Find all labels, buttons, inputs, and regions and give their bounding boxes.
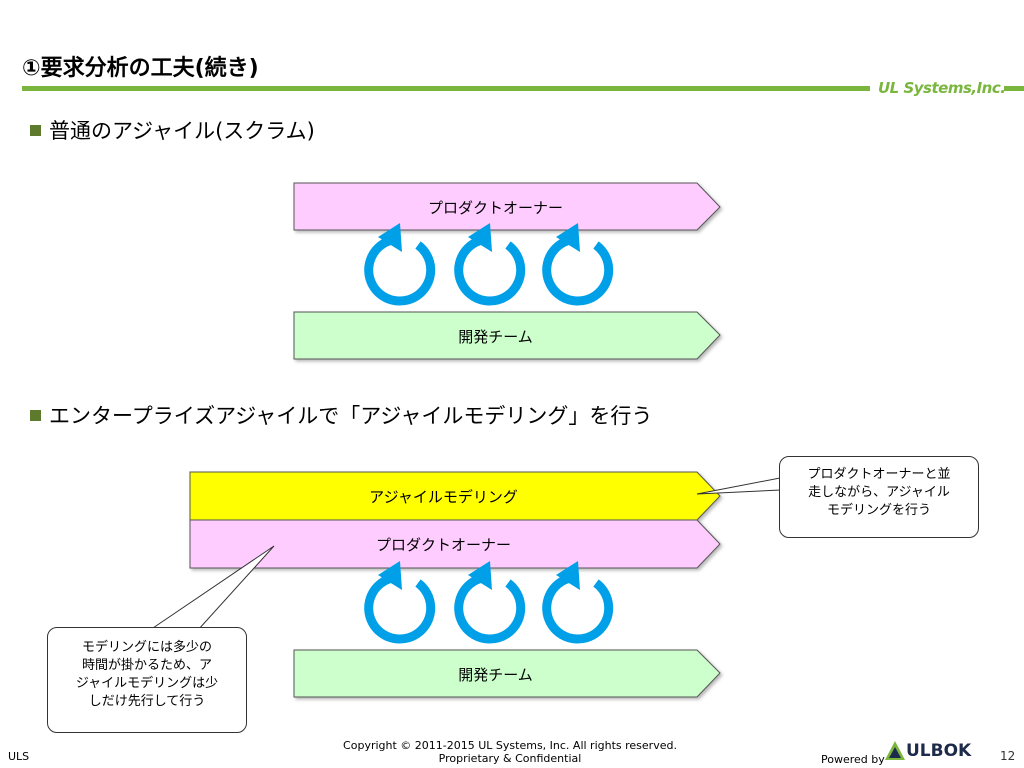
callout-right: プロダクトオーナーと並 走しながら、アジャイル モデリングを行う [779, 456, 979, 538]
agile-modeling-band [189, 471, 721, 521]
section1-heading: 普通のアジャイル(スクラム) [30, 115, 315, 145]
slide-title: ①要求分析の工夫(続き) [22, 56, 259, 81]
cycle-arrow-icon [364, 561, 436, 644]
cycle-arrow-icon [364, 223, 436, 306]
dev-team-band-2 [293, 649, 721, 698]
footer-label: ULS [8, 750, 30, 763]
title-divider-right [1004, 86, 1024, 91]
cycle-arrow-icon [454, 561, 526, 644]
cycle-arrow-icon [542, 223, 614, 306]
cycle-arrow-icon [542, 561, 614, 644]
title-divider [22, 86, 870, 91]
powered-by-text: Powered by [821, 753, 885, 766]
callout-left: モデリングには多少の 時間が掛かるため、ア ジャイルモデリングは少 しだけ先行し… [47, 627, 247, 733]
ulbok-logo-icon [885, 741, 905, 760]
product-owner-band-1 [293, 182, 721, 231]
footer-copyright: Copyright © 2011-2015 UL Systems, Inc. A… [300, 739, 720, 765]
ulbok-logo-text: ULBOK [906, 741, 972, 761]
section2-heading-text: エンタープライズアジャイルで「アジャイルモデリング」を行う [49, 404, 653, 428]
bullet-square-icon [30, 409, 41, 421]
copyright-text: Copyright © 2011-2015 UL Systems, Inc. A… [343, 739, 677, 752]
page-number: 12 [1000, 749, 1016, 763]
section2-heading: エンタープライズアジャイルで「アジャイルモデリング」を行う [30, 400, 652, 430]
cycle-arrow-icon [454, 223, 526, 306]
dev-team-band-1 [293, 311, 721, 360]
product-owner-band-2 [189, 519, 721, 569]
section1-heading-text: 普通のアジャイル(スクラム) [49, 119, 315, 143]
brand-logo-text: UL Systems,Inc. [878, 79, 1006, 97]
confidential-text: Proprietary & Confidential [438, 752, 582, 765]
bullet-square-icon [30, 124, 41, 136]
